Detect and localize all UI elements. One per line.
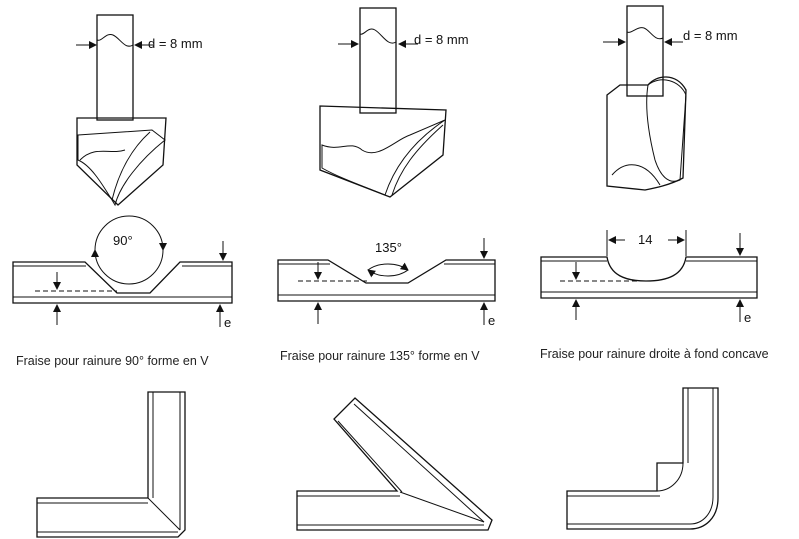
tool-concave-router-bit	[606, 5, 687, 191]
folded-panel-135	[296, 397, 493, 531]
shank	[626, 5, 664, 97]
tool-135-router-bit	[319, 7, 447, 198]
folded-panel-concave	[566, 387, 719, 530]
panel-concave-section	[540, 230, 758, 299]
folded-panel-90	[36, 391, 186, 538]
thickness-label: e	[488, 313, 495, 328]
panel-135-section	[277, 259, 496, 302]
caption-135: Fraise pour rainure 135° forme en V	[280, 349, 480, 363]
width-label: 14	[638, 232, 652, 247]
shank	[96, 14, 134, 121]
diameter-label: d = 8 mm	[414, 32, 469, 47]
shank	[359, 7, 397, 114]
angle-label: 90°	[113, 233, 133, 248]
shank-knurl	[626, 5, 664, 40]
cutter-flute	[646, 79, 687, 182]
shank-knurl	[359, 7, 397, 44]
tool-90-router-bit	[76, 14, 167, 207]
thickness-label: e	[744, 310, 751, 325]
cutter-flute	[77, 129, 166, 207]
cutter-body	[76, 117, 167, 206]
angle-label: 135°	[375, 240, 402, 255]
shank-knurl	[96, 14, 134, 47]
panel-90-section	[12, 215, 233, 304]
cutter-body	[319, 105, 447, 198]
caption-concave: Fraise pour rainure droite à fond concav…	[540, 347, 769, 361]
diameter-label: d = 8 mm	[148, 36, 203, 51]
caption-90: Fraise pour rainure 90° forme en V	[16, 354, 209, 368]
cutter-flute	[321, 119, 446, 196]
thickness-label: e	[224, 315, 231, 330]
diameter-label: d = 8 mm	[683, 28, 738, 43]
cutter-body	[606, 76, 687, 191]
